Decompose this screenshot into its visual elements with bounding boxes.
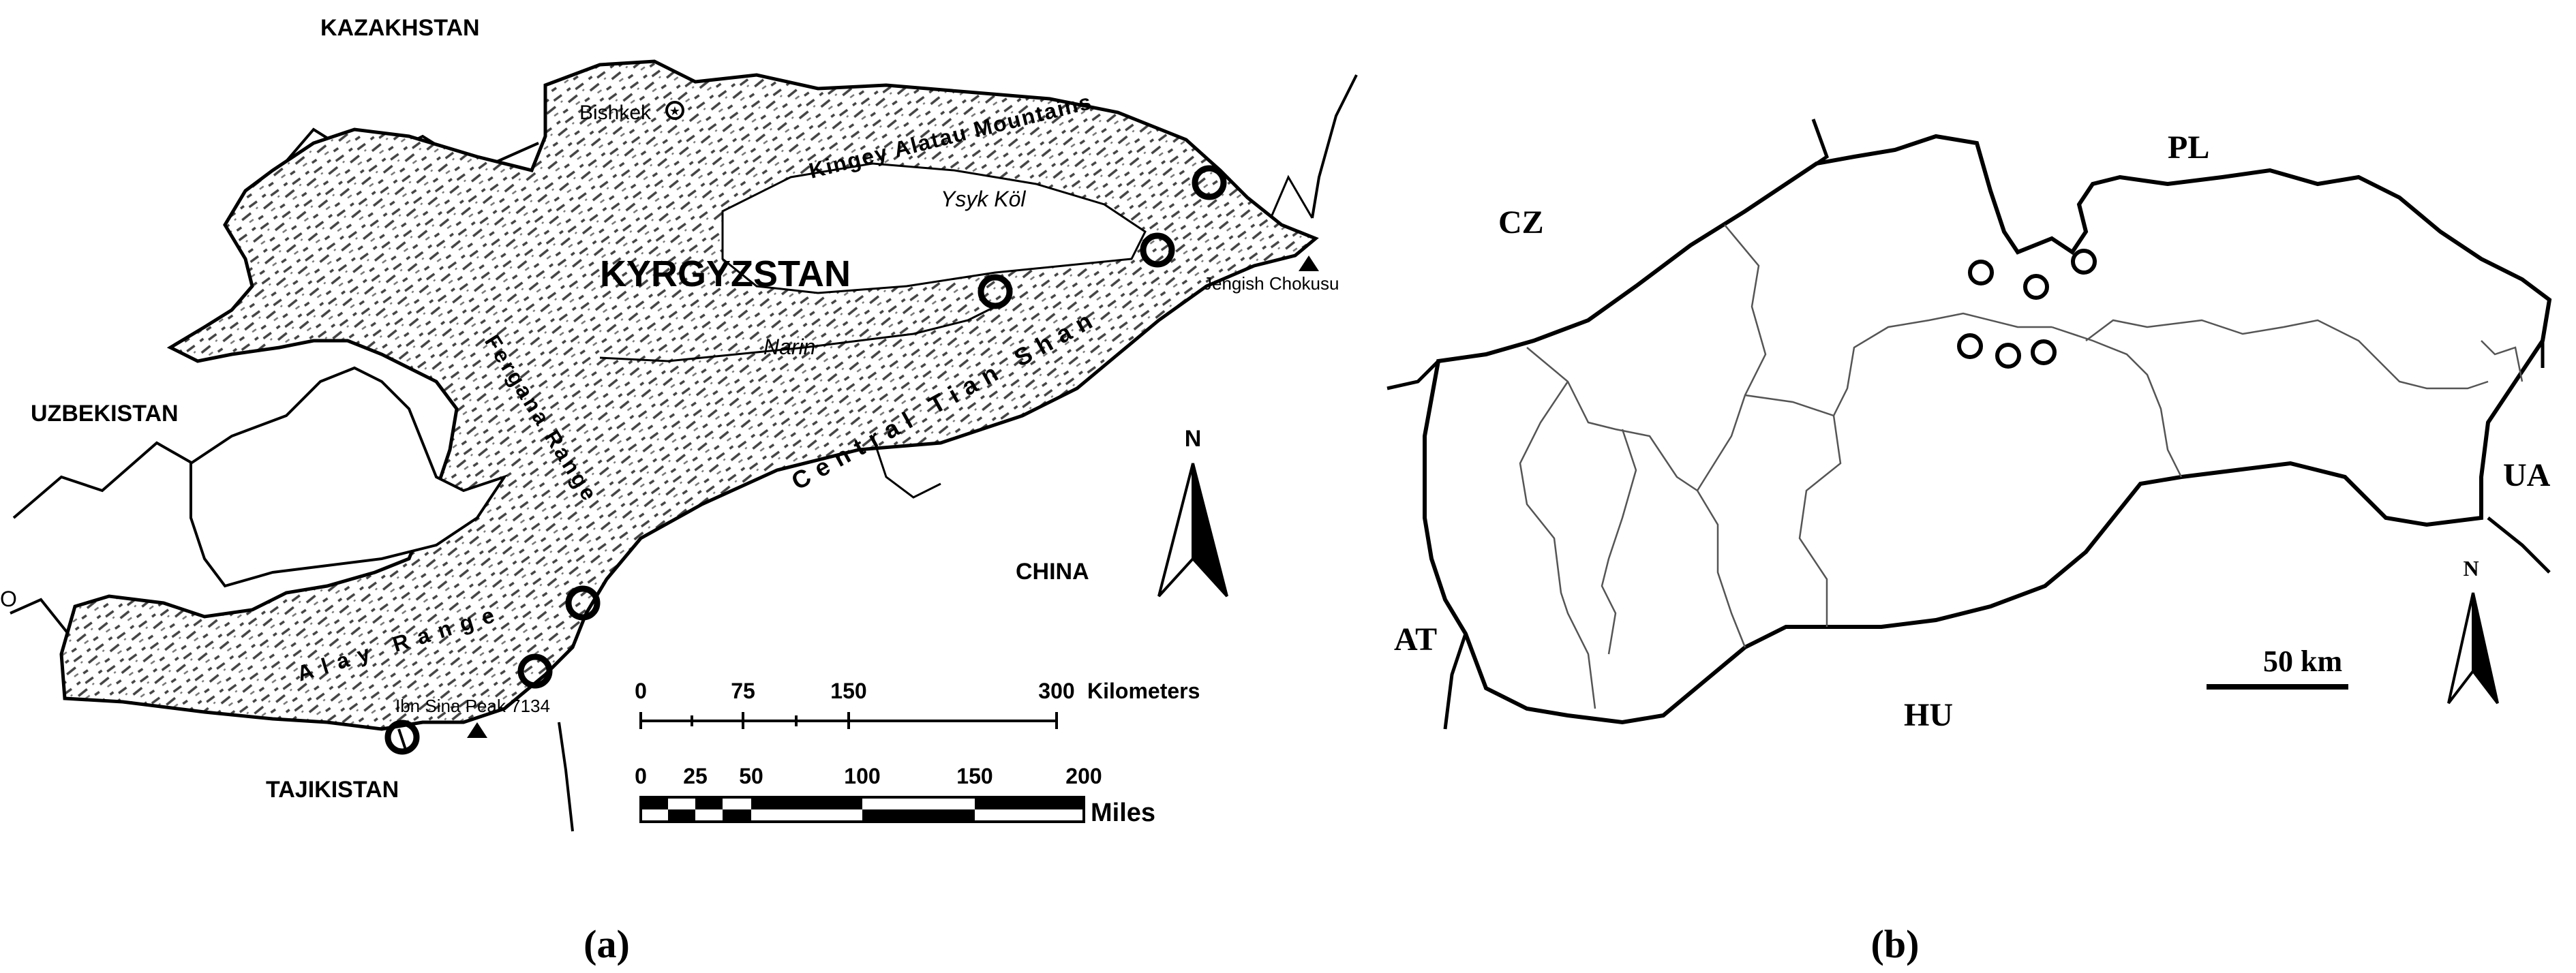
label-bishkek: Bishkek xyxy=(579,102,652,124)
label-kazakhstan: KAZAKHSTAN xyxy=(320,15,480,41)
mi-tick-50: 50 xyxy=(739,764,763,788)
site-marker xyxy=(1957,333,1983,359)
region-boundaries xyxy=(1519,224,2524,709)
site-marker xyxy=(2031,339,2057,365)
km-tick-150: 150 xyxy=(830,679,866,703)
label-china: CHINA xyxy=(1016,559,1089,585)
ysyk-kol-lake xyxy=(721,162,1147,294)
km-unit: Kilometers xyxy=(1087,679,1200,703)
label-jengish-chokusu: Jengish Chokusu xyxy=(1203,273,1339,294)
label-kyrgyzstan: KYRGYZSTAN xyxy=(600,253,851,294)
mi-tick-200: 200 xyxy=(1065,764,1102,788)
site-marker xyxy=(1140,232,1175,268)
border-china-line-2 xyxy=(1267,174,1314,226)
border-cz-pl xyxy=(1811,119,1830,166)
mi-tick-100: 100 xyxy=(844,764,880,788)
label-ysyk-kol: Ysyk Köl xyxy=(941,187,1026,211)
caption-a: (a) xyxy=(584,922,630,966)
label-hu: HU xyxy=(1904,697,1953,733)
site-marker xyxy=(517,653,553,689)
border-china-line xyxy=(1311,74,1358,219)
scale-label-b: 50 km xyxy=(2263,645,2342,678)
caption-b: (b) xyxy=(1871,922,1920,966)
ibn-sina-pointer xyxy=(397,728,407,750)
slovakia-outline xyxy=(1423,134,2552,725)
china-hint-line xyxy=(871,435,941,499)
sample-sites-b xyxy=(1957,249,2097,369)
scale-bar-km: 0 75 150 300 Kilometers xyxy=(635,679,1200,729)
label-ibn-sina-peak: Ibn Sina Peak 7134 xyxy=(395,696,550,716)
site-marker xyxy=(565,585,601,621)
jengish-chokusu-triangle xyxy=(1299,256,1319,271)
mi-tick-0: 0 xyxy=(635,764,647,788)
border-west-line xyxy=(10,598,70,635)
narin-river xyxy=(599,298,1010,362)
sample-sites-a xyxy=(384,165,1227,755)
map-slovakia: CZ PL UA AT HU 50 km N xyxy=(1387,119,2552,733)
fergana-valley xyxy=(190,366,508,588)
bishkek-marker: ★ xyxy=(665,101,684,120)
site-marker xyxy=(1192,165,1227,200)
label-pl: PL xyxy=(2168,129,2209,166)
north-arrow-a: N xyxy=(1157,426,1228,598)
mi-tick-150: 150 xyxy=(956,764,992,788)
border-uzbek-line xyxy=(12,441,205,519)
mi-tick-25: 25 xyxy=(683,764,708,788)
north-label-b: N xyxy=(2463,556,2479,581)
label-uzbekistan: UZBEKISTAN xyxy=(31,401,179,427)
label-edge-fragment: O xyxy=(0,587,17,611)
border-tajik-line xyxy=(558,722,574,832)
label-cz: CZ xyxy=(1498,204,1544,241)
label-tajikistan: TAJIKISTAN xyxy=(266,777,399,803)
km-tick-0: 0 xyxy=(635,679,647,703)
border-at-hu xyxy=(1443,633,1468,730)
svg-text:★: ★ xyxy=(669,104,680,118)
site-marker xyxy=(1995,343,2021,369)
border-ua-hu xyxy=(2487,516,2551,574)
scale-bar-miles: 0 25 50 100 150 200 Miles xyxy=(635,764,1155,827)
map-kyrgyzstan: ★ KAZAKHSTAN UZBEKISTAN KYRGYZSTAN CHINA… xyxy=(0,15,1358,832)
north-label-a: N xyxy=(1185,426,1202,452)
site-marker xyxy=(2023,274,2049,300)
label-narin: Narin xyxy=(763,335,815,359)
border-at-cz xyxy=(1387,360,1440,390)
site-marker xyxy=(384,720,420,755)
label-at: AT xyxy=(1394,621,1437,658)
site-marker xyxy=(1968,260,1994,285)
km-tick-75: 75 xyxy=(731,679,755,703)
km-tick-300: 300 xyxy=(1038,679,1074,703)
ibn-sina-triangle xyxy=(467,722,487,738)
scale-bar-b: 50 km xyxy=(2207,645,2348,690)
site-marker xyxy=(978,274,1013,309)
label-ua: UA xyxy=(2503,457,2551,493)
site-marker xyxy=(2071,249,2097,275)
north-arrow-b: N xyxy=(2447,556,2499,705)
kyrgyzstan-outline xyxy=(59,59,1319,731)
mi-unit: Miles xyxy=(1091,799,1155,827)
